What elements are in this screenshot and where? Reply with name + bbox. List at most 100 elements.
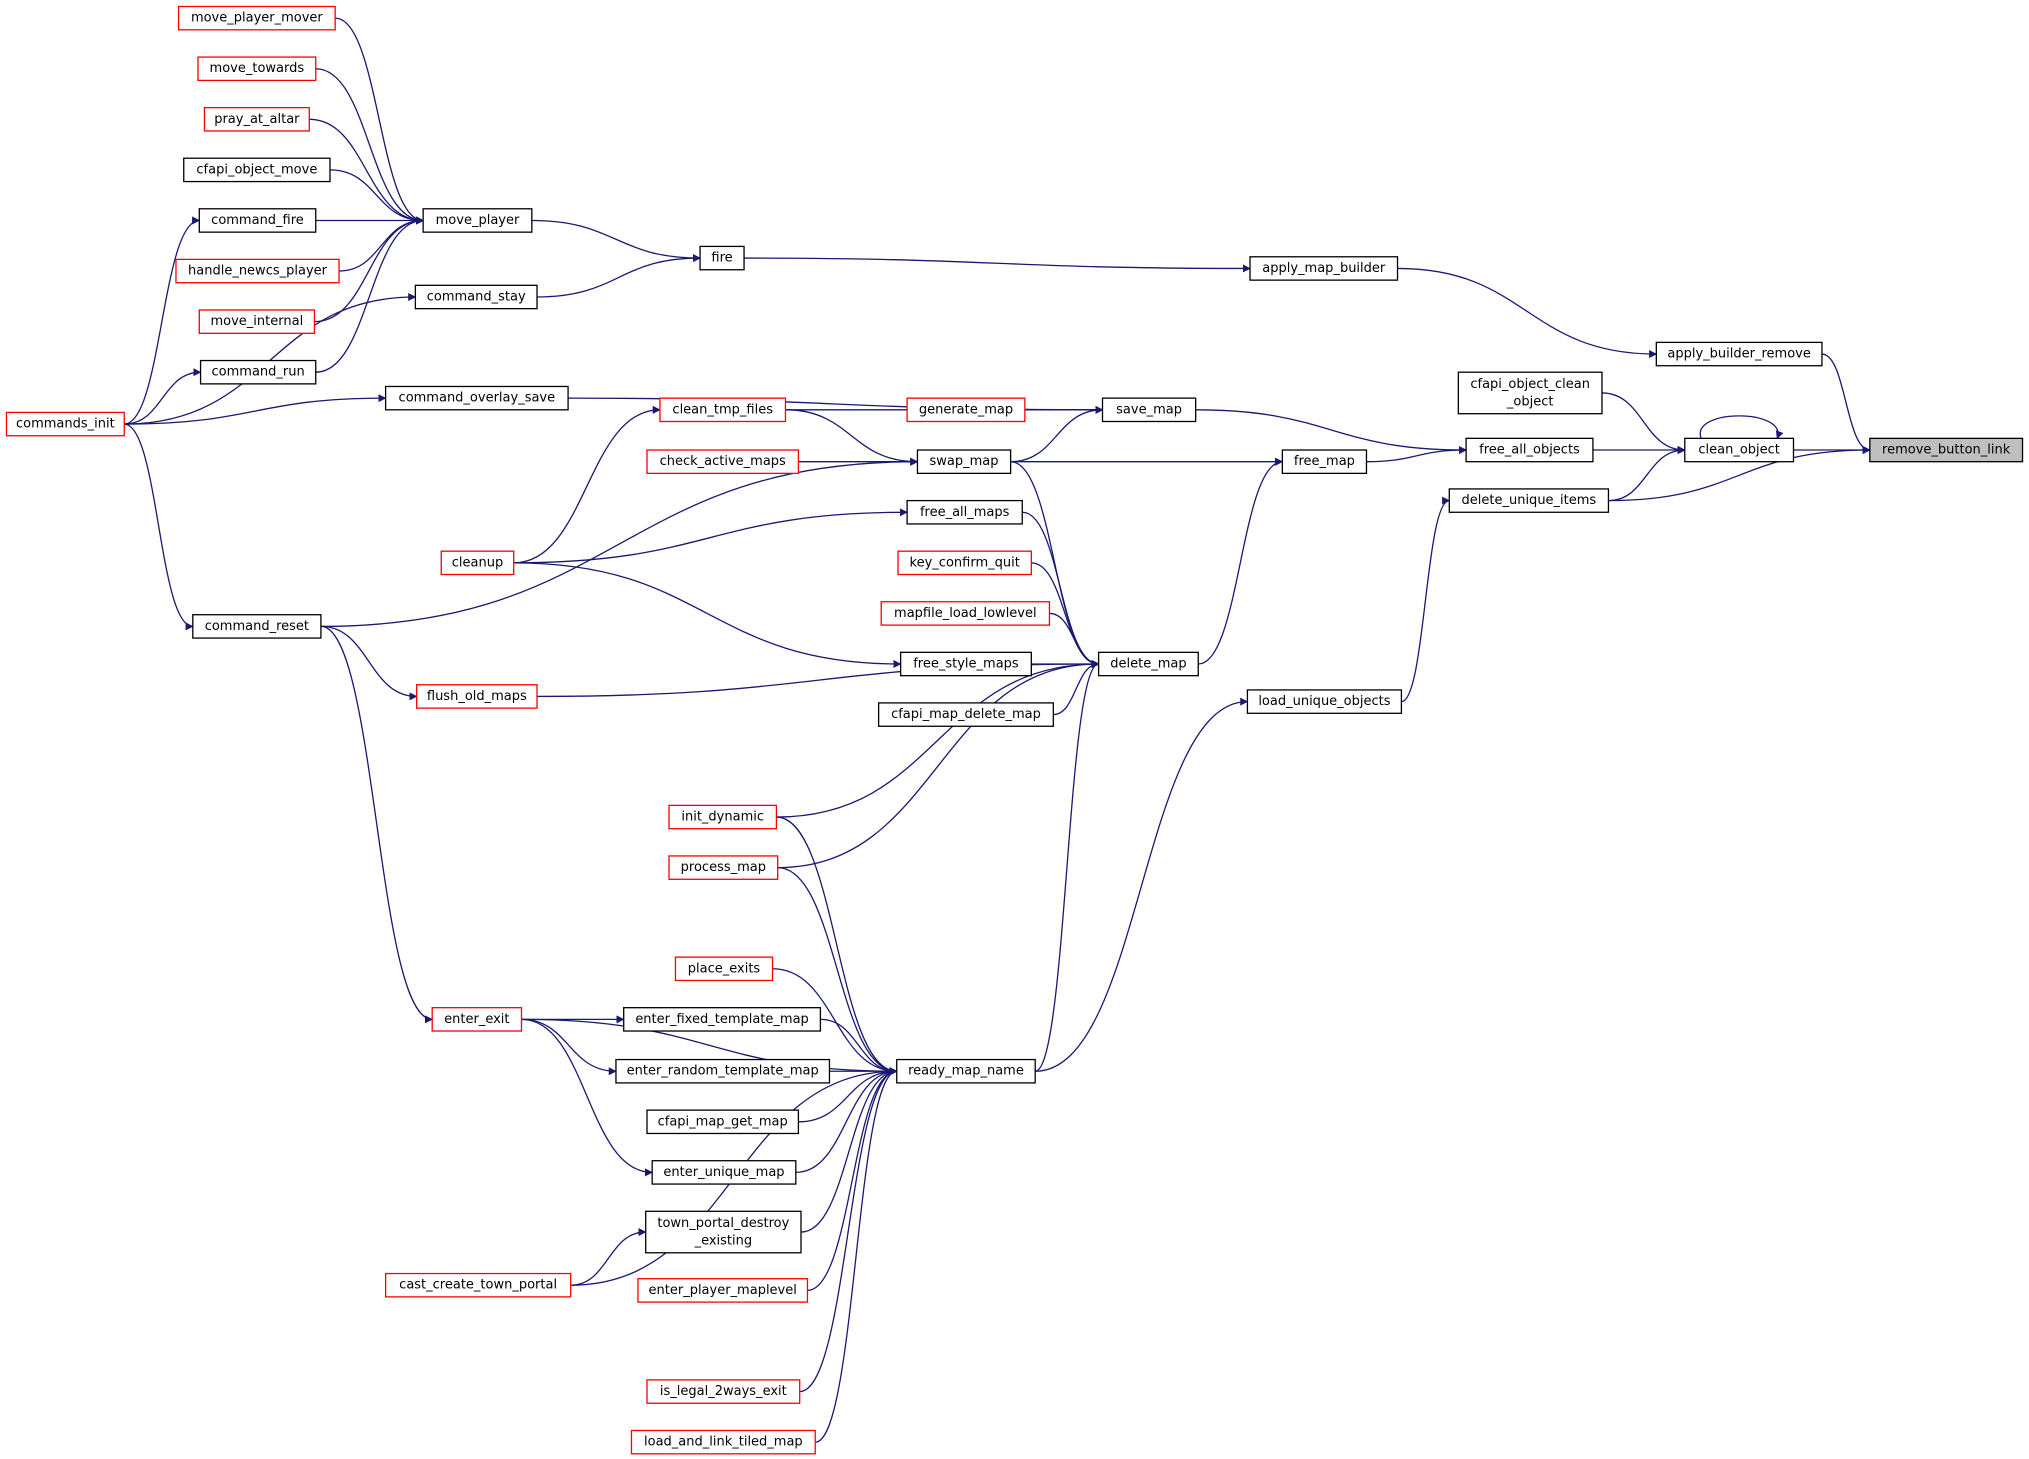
node-box <box>916 449 1012 475</box>
call-edge <box>800 1067 898 1233</box>
call-edge <box>314 216 424 323</box>
function-node[interactable]: move_internal <box>198 309 316 334</box>
function-node[interactable]: move_player_mover <box>177 5 336 31</box>
node-label: move_player_mover <box>191 11 323 26</box>
function-node[interactable]: move_towards <box>197 56 317 82</box>
node-box <box>645 1210 802 1254</box>
function-node[interactable]: save_map <box>1101 397 1197 423</box>
node-label: handle_newcs_player <box>188 264 328 279</box>
function-node[interactable]: ready_map_name <box>896 1058 1036 1084</box>
function-node[interactable]: pray_at_altar <box>203 106 310 132</box>
call-edge <box>1401 496 1451 703</box>
node-box <box>177 5 336 31</box>
function-node[interactable]: handle_newcs_player <box>175 258 340 284</box>
function-node[interactable]: command_reset <box>192 614 322 639</box>
function-node[interactable]: swap_map <box>916 449 1012 475</box>
function-node[interactable]: enter_exit <box>431 1007 523 1032</box>
function-node[interactable]: town_portal_destroy_existing <box>645 1210 802 1254</box>
node-box <box>5 411 125 437</box>
node-label: cleanup <box>452 555 503 570</box>
call-edge <box>1397 267 1658 359</box>
function-node[interactable]: key_confirm_quit <box>897 550 1032 576</box>
function-node[interactable]: cfapi_object_move <box>183 157 331 183</box>
function-node[interactable]: fire <box>699 245 745 271</box>
function-node[interactable]: clean_object <box>1684 437 1795 463</box>
function-node[interactable]: clean_tmp_files <box>659 397 787 423</box>
function-node[interactable]: apply_builder_remove <box>1655 341 1823 367</box>
node-label: delete_map <box>1110 657 1186 672</box>
function-node[interactable]: free_all_objects <box>1465 437 1594 463</box>
function-node[interactable]: enter_player_maplevel <box>637 1278 809 1303</box>
node-box <box>659 397 787 423</box>
function-node[interactable]: load_unique_objects <box>1246 689 1403 714</box>
call-edge <box>820 1018 898 1076</box>
function-node[interactable]: enter_fixed_template_map <box>623 1007 822 1032</box>
function-node[interactable]: generate_map <box>906 397 1026 423</box>
call-edge <box>776 816 898 1076</box>
function-node[interactable]: command_stay <box>414 284 538 310</box>
node-label: place_exits <box>688 961 761 976</box>
call-edge <box>320 625 418 701</box>
function-node[interactable]: place_exits <box>674 956 774 982</box>
node-box <box>896 1058 1036 1084</box>
function-node[interactable]: enter_unique_map <box>651 1160 797 1185</box>
call-edge <box>1821 353 1871 454</box>
function-node[interactable]: init_dynamic <box>668 804 778 830</box>
call-edge <box>320 457 919 628</box>
node-label: commands_init <box>16 417 115 432</box>
function-node[interactable]: delete_map <box>1097 651 1199 677</box>
function-node[interactable]: free_map <box>1281 449 1368 475</box>
function-node[interactable]: command_overlay_save <box>384 385 569 411</box>
function-node[interactable]: process_map <box>668 855 779 880</box>
node-box <box>203 106 310 132</box>
function-node[interactable]: delete_unique_items <box>1448 488 1610 513</box>
node-label: command_stay <box>427 289 526 304</box>
function-node[interactable]: commands_init <box>5 411 125 437</box>
function-node[interactable]: check_active_maps <box>646 449 800 475</box>
node-label: clean_object <box>1698 443 1780 458</box>
function-node[interactable]: command_run <box>199 359 317 385</box>
function-node[interactable]: free_all_maps <box>906 499 1023 525</box>
function-node[interactable]: apply_map_builder <box>1249 256 1399 281</box>
call-edge <box>799 1067 898 1393</box>
function-node[interactable]: flush_old_maps <box>416 684 538 709</box>
node-label: swap_map <box>930 454 999 469</box>
node-box <box>897 550 1032 576</box>
function-node[interactable]: cfapi_object_clean_object <box>1457 371 1603 415</box>
function-node[interactable]: is_legal_2ways_exit <box>646 1379 801 1404</box>
function-node[interactable]: command_fire <box>198 208 317 233</box>
function-node[interactable]: remove_button_link <box>1869 437 2024 463</box>
node-box <box>384 1272 572 1298</box>
call-edge <box>777 660 1100 869</box>
function-node[interactable]: load_and_link_tiled_map <box>630 1429 816 1455</box>
node-label: ready_map_name <box>908 1064 1024 1079</box>
node-box <box>199 359 317 385</box>
call-edge <box>521 1018 898 1076</box>
node-label: cfapi_object_clean <box>1470 377 1590 392</box>
function-node[interactable]: cfapi_map_delete_map <box>877 702 1054 727</box>
function-node[interactable]: free_style_maps <box>899 651 1032 677</box>
function-node[interactable]: move_player <box>422 208 533 233</box>
node-box <box>416 684 538 709</box>
node-label: enter_unique_map <box>663 1165 784 1180</box>
node-label: is_legal_2ways_exit <box>660 1384 787 1399</box>
node-box <box>1465 437 1594 463</box>
node-label: load_unique_objects <box>1258 694 1390 709</box>
function-node[interactable]: enter_random_template_map <box>615 1058 831 1084</box>
function-node[interactable]: cast_create_town_portal <box>384 1272 572 1298</box>
node-box <box>906 499 1023 525</box>
function-node[interactable]: cleanup <box>440 550 515 576</box>
call-edge <box>1049 612 1100 668</box>
node-label: free_all_maps <box>920 505 1010 520</box>
node-box <box>651 1160 797 1185</box>
call-edge <box>339 216 424 272</box>
node-label: free_map <box>1294 454 1355 469</box>
function-node[interactable]: cfapi_map_get_map <box>646 1109 800 1135</box>
call-edge <box>772 968 898 1076</box>
call-edge <box>1699 415 1784 440</box>
function-node[interactable]: mapfile_load_lowlevel <box>880 601 1051 626</box>
node-box <box>630 1429 816 1455</box>
call-edge <box>776 660 1100 818</box>
call-edge <box>320 625 433 1024</box>
node-label: town_portal_destroy <box>657 1216 789 1231</box>
